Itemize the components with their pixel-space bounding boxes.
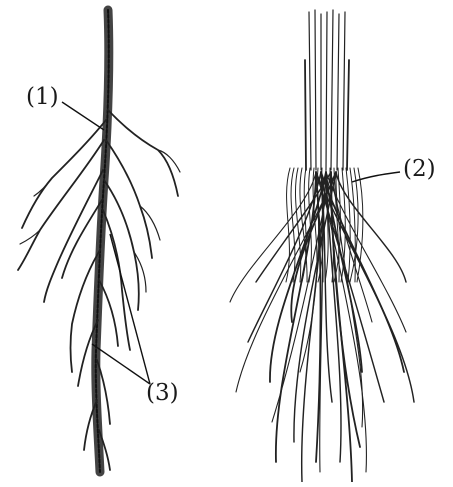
fibrous-stem xyxy=(305,10,349,170)
taproot-branch xyxy=(140,206,160,240)
leader-line-1 xyxy=(62,102,104,130)
fibrous-root-crown xyxy=(291,168,295,282)
taproot-branch xyxy=(18,140,104,270)
taproot-branch xyxy=(34,178,52,196)
fibrous-root xyxy=(336,172,406,282)
taproot-branch xyxy=(22,120,106,228)
label-1: (1) xyxy=(26,86,59,109)
label-2: (2) xyxy=(403,158,436,181)
fibrous-root-system-drawing xyxy=(230,10,414,482)
leader-line-3a xyxy=(110,234,150,384)
label-3: (3) xyxy=(146,382,179,405)
taproot-branch xyxy=(108,110,178,196)
taproot-branch xyxy=(44,170,103,302)
fibrous-root-crown xyxy=(286,168,290,282)
fibrous-roots xyxy=(230,168,414,482)
fibrous-root xyxy=(248,172,321,342)
fibrous-root xyxy=(316,172,384,402)
fibrous-root-crown xyxy=(346,168,350,282)
fibrous-root xyxy=(230,172,316,302)
